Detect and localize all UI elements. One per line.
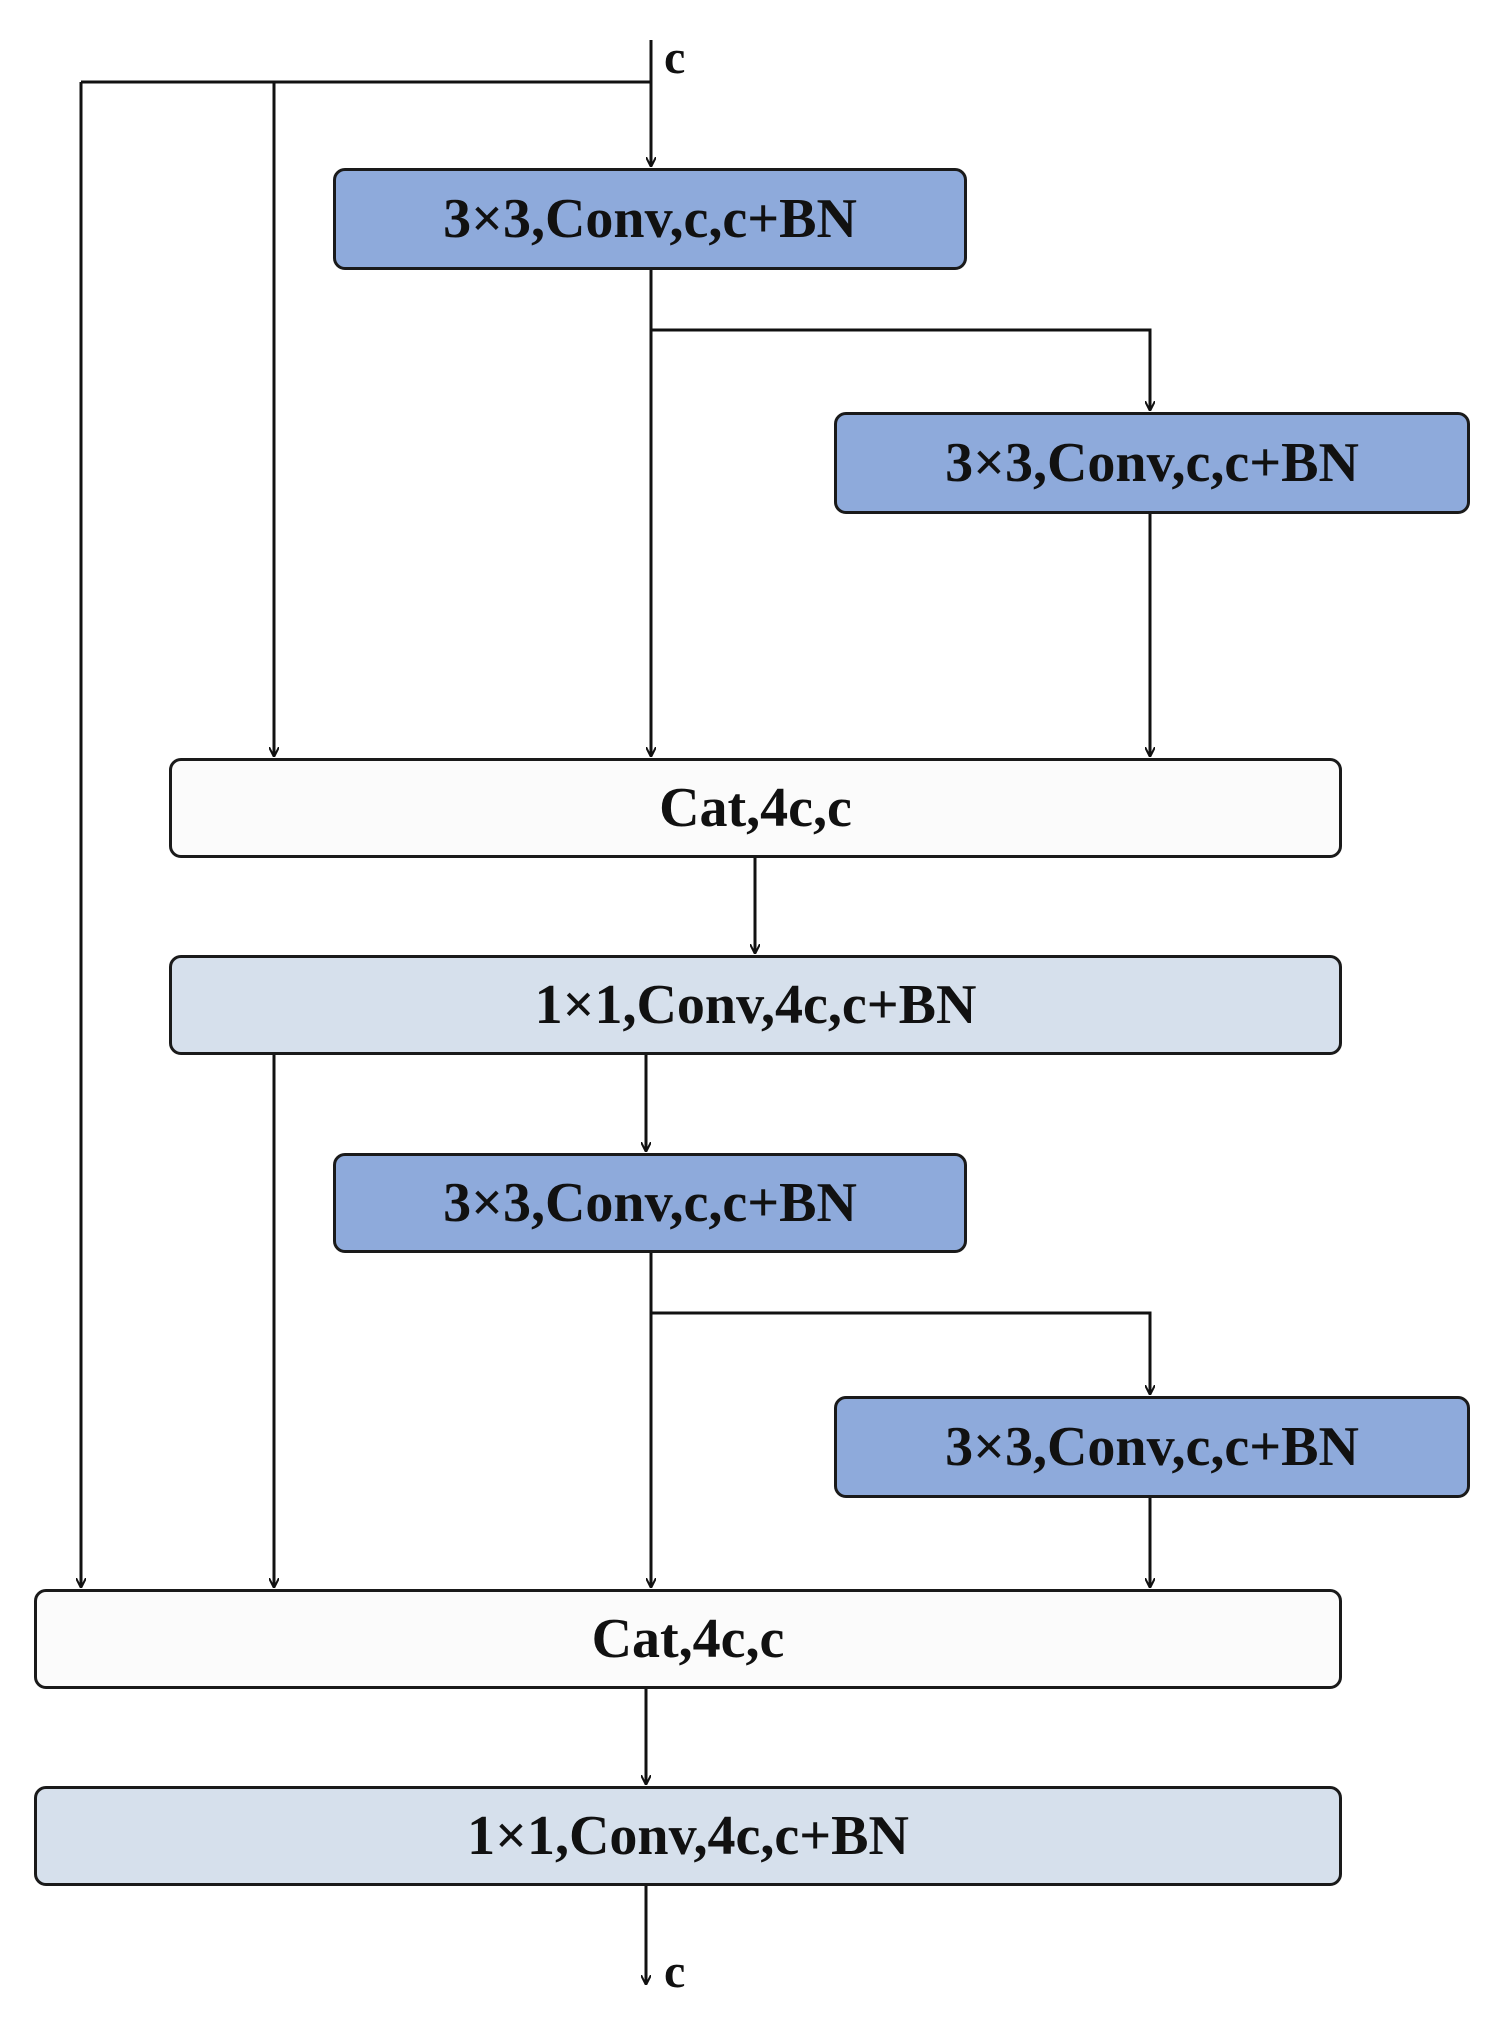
- conv3x3-block-b2: 3×3,Conv,c,c+BN: [834, 1396, 1470, 1498]
- conv1x1-block-2: 1×1,Conv,4c,c+BN: [34, 1786, 1342, 1886]
- conv3x3-block-a2: 3×3,Conv,c,c+BN: [834, 412, 1470, 514]
- edge-conv-b1-to-conv-b2: [651, 1311, 1150, 1394]
- conv1x1-block-1: 1×1,Conv,4c,c+BN: [169, 955, 1342, 1055]
- edge-conv-a1-to-conv-a2: [651, 328, 1150, 410]
- concat-block-2: Cat,4c,c: [34, 1589, 1342, 1689]
- concat-block-1: Cat,4c,c: [169, 758, 1342, 858]
- input-label: c: [664, 31, 686, 84]
- conv3x3-block-b1: 3×3,Conv,c,c+BN: [333, 1153, 967, 1253]
- conv3x3-block-a1: 3×3,Conv,c,c+BN: [333, 168, 967, 270]
- output-label: c: [664, 1945, 686, 1998]
